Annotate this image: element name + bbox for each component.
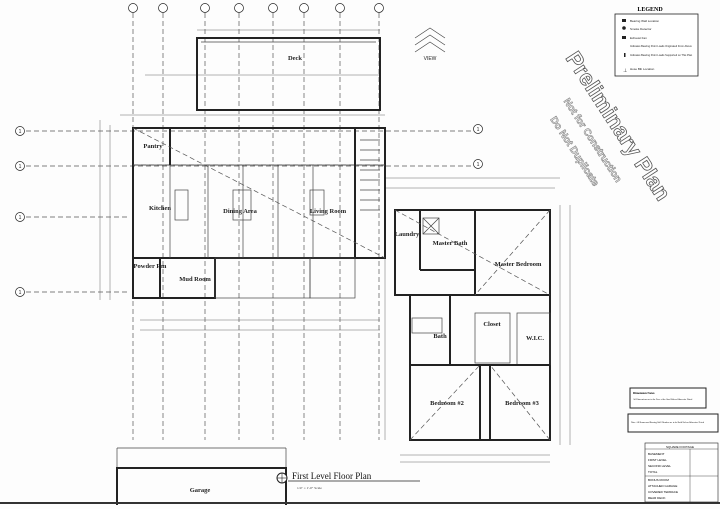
svg-text:FIRST LEVEL: FIRST LEVEL <box>648 458 667 462</box>
svg-text:1: 1 <box>19 164 22 170</box>
svg-text:ATTACHED GARAGE: ATTACHED GARAGE <box>648 484 677 488</box>
dimension-notes-title: Dimension Notes <box>633 391 655 395</box>
svg-text:Exhaust Fan: Exhaust Fan <box>630 36 647 40</box>
svg-text:1: 1 <box>477 127 480 133</box>
room-master-bath: Master Bath <box>433 240 468 247</box>
garage-walls <box>0 447 720 505</box>
svg-text:BASEMENT: BASEMENT <box>648 452 665 456</box>
room-laundry: Laundry <box>395 231 420 238</box>
room-kitchen: Kitchen <box>149 205 171 212</box>
svg-text:Indicates Bearing Point Loads: Indicates Bearing Point Loads Supported … <box>630 53 693 57</box>
room-dining: Dining Area <box>223 208 257 215</box>
plan-scale: 1/4" = 1'-0" Scale <box>297 486 322 490</box>
view-arrow-icon <box>414 27 446 53</box>
svg-text:1: 1 <box>477 162 480 168</box>
svg-text:Hose Bib Location: Hose Bib Location <box>630 67 655 71</box>
room-bath: Bath <box>433 333 447 340</box>
room-mud: Mud Room <box>179 276 211 283</box>
room-pantry: Pantry <box>143 143 163 150</box>
svg-text:REAR DECK: REAR DECK <box>648 496 666 500</box>
legend-box <box>614 13 699 77</box>
svg-text:Smoke Detector: Smoke Detector <box>630 27 652 31</box>
svg-text:Indicates Bearing Point Loads: Indicates Bearing Point Loads Originated… <box>630 44 692 48</box>
dimension-notes-text: All Dimensions are to the Face of the St… <box>633 398 693 401</box>
point-load-supported-icon <box>624 53 626 57</box>
svg-text:BONUS ROOM: BONUS ROOM <box>648 478 669 482</box>
beam-note-text: Note: All Beams and Bearing Wall Headers… <box>631 421 705 424</box>
room-deck: Deck <box>288 55 302 62</box>
room-closet: Closet <box>483 321 501 328</box>
legend-title: LEGEND <box>637 7 663 13</box>
view-label: VIEW <box>424 56 437 62</box>
room-bedroom-2: Bedroom #2 <box>430 400 464 407</box>
svg-text:1: 1 <box>19 215 22 221</box>
exhaust-fan-icon <box>622 36 626 39</box>
bearing-wall-icon <box>622 19 626 22</box>
main-house-walls <box>132 127 386 299</box>
svg-text:Bearing Wall Location: Bearing Wall Location <box>630 19 659 23</box>
smoke-detector-icon <box>622 26 626 30</box>
beam-note-box <box>627 413 719 433</box>
hose-bib-icon: ⊥ <box>623 68 627 74</box>
svg-text:TOTAL: TOTAL <box>648 470 658 474</box>
room-powder: Powder Rm <box>134 263 168 270</box>
room-master-bedroom: Master Bedroom <box>495 261 542 268</box>
plan-title: First Level Floor Plan <box>292 471 372 481</box>
grid-lines <box>26 13 472 440</box>
svg-text:1: 1 <box>19 290 22 296</box>
dimension-notes-box <box>629 387 707 409</box>
legend-items: Bearing Wall Location Smoke Detector Exh… <box>622 19 693 74</box>
room-wic: W.I.C. <box>526 335 544 342</box>
grid-bubbles <box>15 3 483 297</box>
square-footage-table: SQUARE FOOTAGE BASEMENT FIRST LEVEL SECO… <box>644 442 719 503</box>
svg-text:SQUARE FOOTAGE: SQUARE FOOTAGE <box>666 445 694 449</box>
svg-text:SECOND LEVEL: SECOND LEVEL <box>648 464 671 468</box>
svg-text:COVERED TERRACE: COVERED TERRACE <box>648 490 678 494</box>
room-garage: Garage <box>190 487 211 494</box>
deck-outline <box>196 37 381 111</box>
room-living: Living Room <box>310 208 347 215</box>
grid-bubble-labels: 1 1 1 1 1 1 <box>19 127 480 296</box>
room-bedroom-3: Bedroom #3 <box>505 400 539 407</box>
dimension-lines <box>99 29 571 463</box>
svg-text:1: 1 <box>19 129 22 135</box>
bedroom-wing-walls <box>394 209 551 441</box>
